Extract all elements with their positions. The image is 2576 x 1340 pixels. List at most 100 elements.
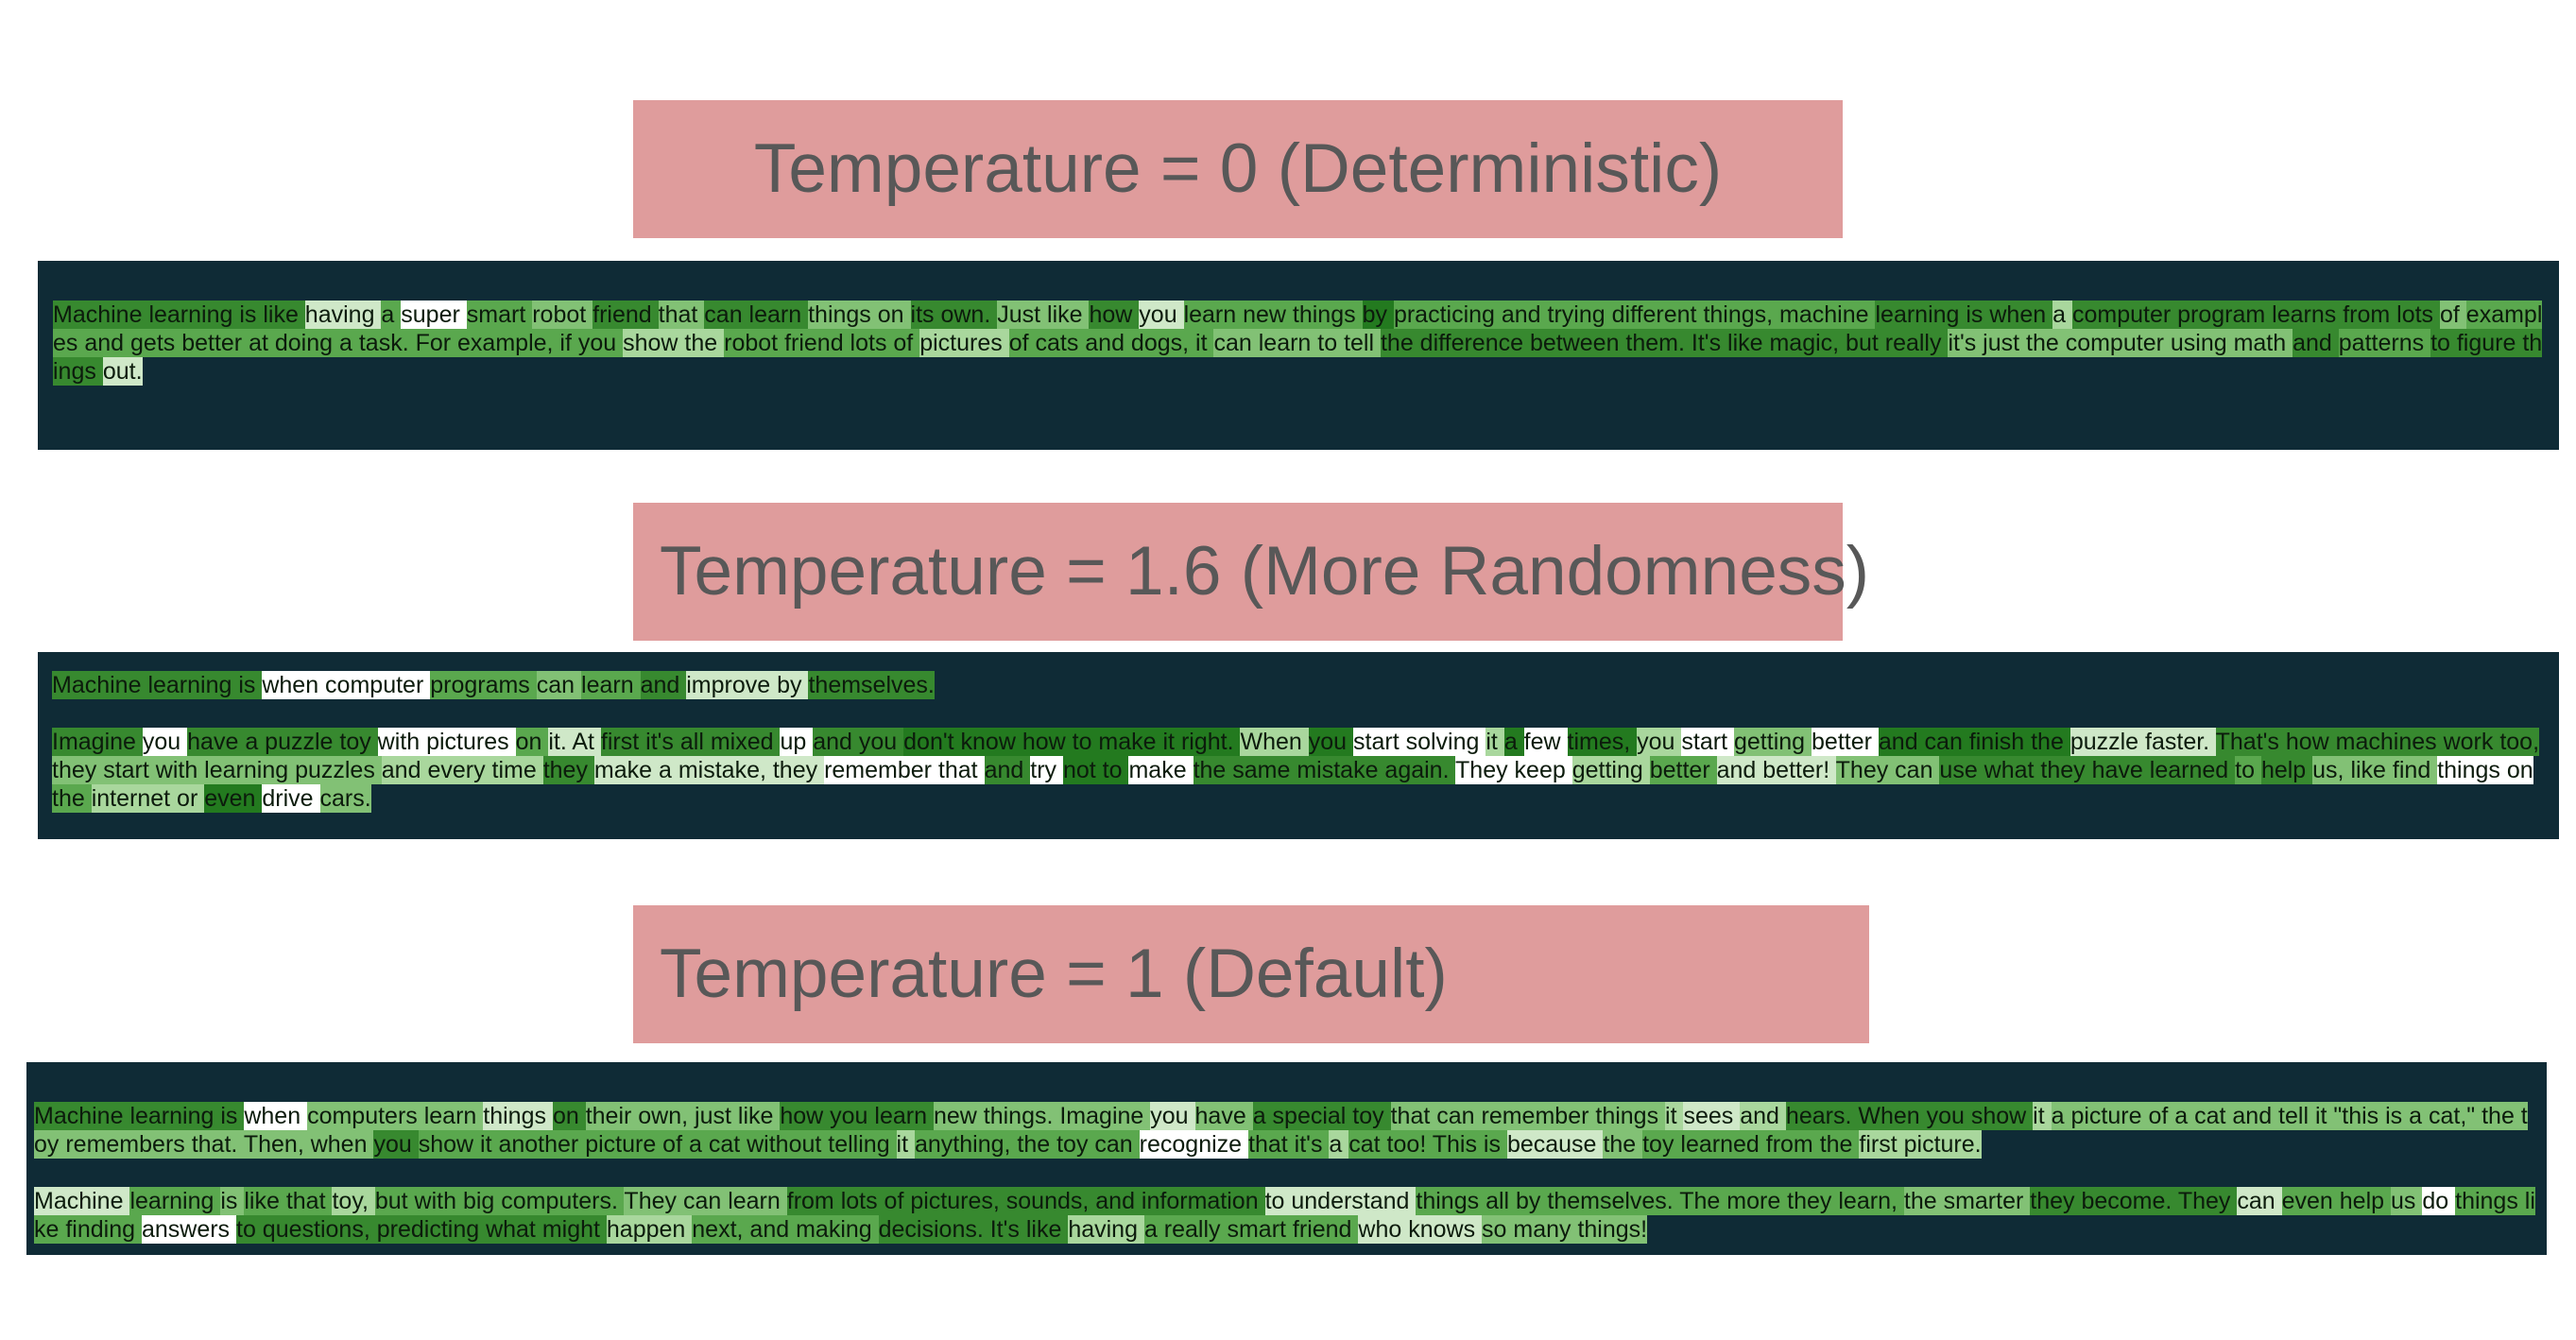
token-span: that — [658, 301, 705, 329]
token-span: better — [1649, 756, 1717, 784]
token-span: so many things! — [1482, 1215, 1648, 1244]
token-span: having — [1068, 1215, 1144, 1244]
token-span: it — [896, 1130, 915, 1159]
temperature-1-output-panel: Machine learning is when computers learn… — [26, 1062, 2547, 1255]
token-span: can learn to tell — [1213, 329, 1381, 357]
token-span: things — [483, 1102, 553, 1130]
token-span: hears. When you show — [1785, 1102, 2034, 1130]
token-span: things on — [2437, 756, 2533, 784]
token-span: out. — [102, 357, 143, 386]
token-span: is — [220, 1187, 245, 1215]
token-span: us, like find — [2312, 756, 2438, 784]
token-span: how you learn — [780, 1102, 934, 1130]
token-span: themselves. — [808, 671, 935, 699]
token-span: getting — [1571, 756, 1650, 784]
token-span: learning — [129, 1187, 221, 1215]
output-paragraph: Machine learning is like having a super … — [53, 301, 2546, 386]
token-span: it — [1485, 728, 1504, 756]
token-span: first picture. — [1859, 1130, 1982, 1159]
token-span: up — [780, 728, 814, 756]
token-span: Imagine — [52, 728, 143, 756]
token-span: the difference between them. It's like m… — [1380, 329, 1949, 357]
token-span: their own, just like — [585, 1102, 781, 1130]
token-span: they become. They — [2030, 1187, 2238, 1215]
token-span: of cats and dogs, it — [1008, 329, 1214, 357]
token-span: you — [1150, 1102, 1195, 1130]
token-span: recognize — [1139, 1130, 1249, 1159]
token-span: Machine learning is — [34, 1102, 245, 1130]
token-span: a really smart friend — [1143, 1215, 1359, 1244]
token-span: programs — [430, 671, 537, 699]
token-span: a — [2052, 301, 2072, 329]
token-span: toy learned from the — [1642, 1130, 1860, 1159]
token-span: you — [1637, 728, 1682, 756]
token-span: the — [1603, 1130, 1643, 1159]
token-span: when computer — [262, 671, 431, 699]
token-span: can — [2237, 1187, 2282, 1215]
temperature-1-6-output-panel: Machine learning is when computer progra… — [38, 652, 2559, 839]
token-span: They can learn — [624, 1187, 787, 1215]
token-span: They can — [1835, 756, 1940, 784]
token-span: learning is when — [1875, 301, 2053, 329]
token-span: they start with learning puzzles — [52, 756, 382, 784]
token-span: can learn — [704, 301, 809, 329]
token-span: of — [2440, 301, 2466, 329]
token-span: you — [373, 1130, 419, 1159]
token-span: use what they have learned — [1939, 756, 2236, 784]
output-paragraph: Imagine you have a puzzle toy with pictu… — [52, 728, 2546, 813]
token-span: to questions, predicting what might — [236, 1215, 607, 1244]
token-span: practicing and trying different things, … — [1393, 301, 1876, 329]
token-span: have — [1194, 1102, 1253, 1130]
token-span: the — [52, 784, 92, 813]
token-span: the smarter — [1903, 1187, 2031, 1215]
token-span: make — [1128, 756, 1194, 784]
token-span: try — [1030, 756, 1063, 784]
token-span: better — [1812, 728, 1879, 756]
temperature-1-title: Temperature = 1 (Default) — [633, 905, 1869, 1043]
token-span: it — [2033, 1102, 2052, 1130]
token-span: sees — [1683, 1102, 1741, 1130]
token-span: computer program learns from lots — [2071, 301, 2440, 329]
token-span: you — [1308, 728, 1354, 756]
token-span: when — [244, 1102, 308, 1130]
token-span: it's just the computer using math — [1948, 329, 2293, 357]
temperature-0-output-panel: Machine learning is like having a super … — [38, 261, 2559, 450]
token-span: and — [640, 671, 687, 699]
token-span: things on — [808, 301, 911, 329]
token-span: drive — [262, 784, 320, 813]
token-span: don't know how to make it right. — [903, 728, 1241, 756]
token-span: who knows — [1358, 1215, 1483, 1244]
token-span: you — [142, 728, 188, 756]
token-span: toy, — [332, 1187, 375, 1215]
token-span: patterns — [2338, 329, 2431, 357]
token-span: its own. — [910, 301, 998, 329]
token-span: answers — [141, 1215, 237, 1244]
token-span: have a puzzle toy — [187, 728, 378, 756]
token-span: and you — [813, 728, 904, 756]
token-span: that can remember things — [1390, 1102, 1666, 1130]
token-span: even — [204, 784, 263, 813]
token-span: When — [1240, 728, 1309, 756]
token-span: start — [1681, 728, 1734, 756]
token-span: and can finish the — [1878, 728, 2070, 756]
token-span: do — [2422, 1187, 2456, 1215]
token-span: and — [984, 756, 1031, 784]
token-span: pictures — [919, 329, 1009, 357]
token-span: but with big computers. — [374, 1187, 625, 1215]
token-span: to — [2235, 756, 2261, 784]
token-span: robot — [532, 301, 593, 329]
temperature-0-title: Temperature = 0 (Deterministic) — [633, 100, 1843, 238]
token-span: can — [536, 671, 582, 699]
token-span: and — [2293, 329, 2339, 357]
token-span: Just like — [997, 301, 1090, 329]
token-span: They keep — [1455, 756, 1572, 784]
token-span: getting — [1734, 728, 1812, 756]
token-span: improve by — [686, 671, 809, 699]
token-span: next, and making — [692, 1215, 879, 1244]
token-span: smart — [466, 301, 533, 329]
token-span: by — [1362, 301, 1394, 329]
token-span: That's how machines work too, — [2215, 728, 2540, 756]
token-span: super — [401, 301, 467, 329]
token-span: how — [1089, 301, 1140, 329]
token-span: Machine — [34, 1187, 130, 1215]
